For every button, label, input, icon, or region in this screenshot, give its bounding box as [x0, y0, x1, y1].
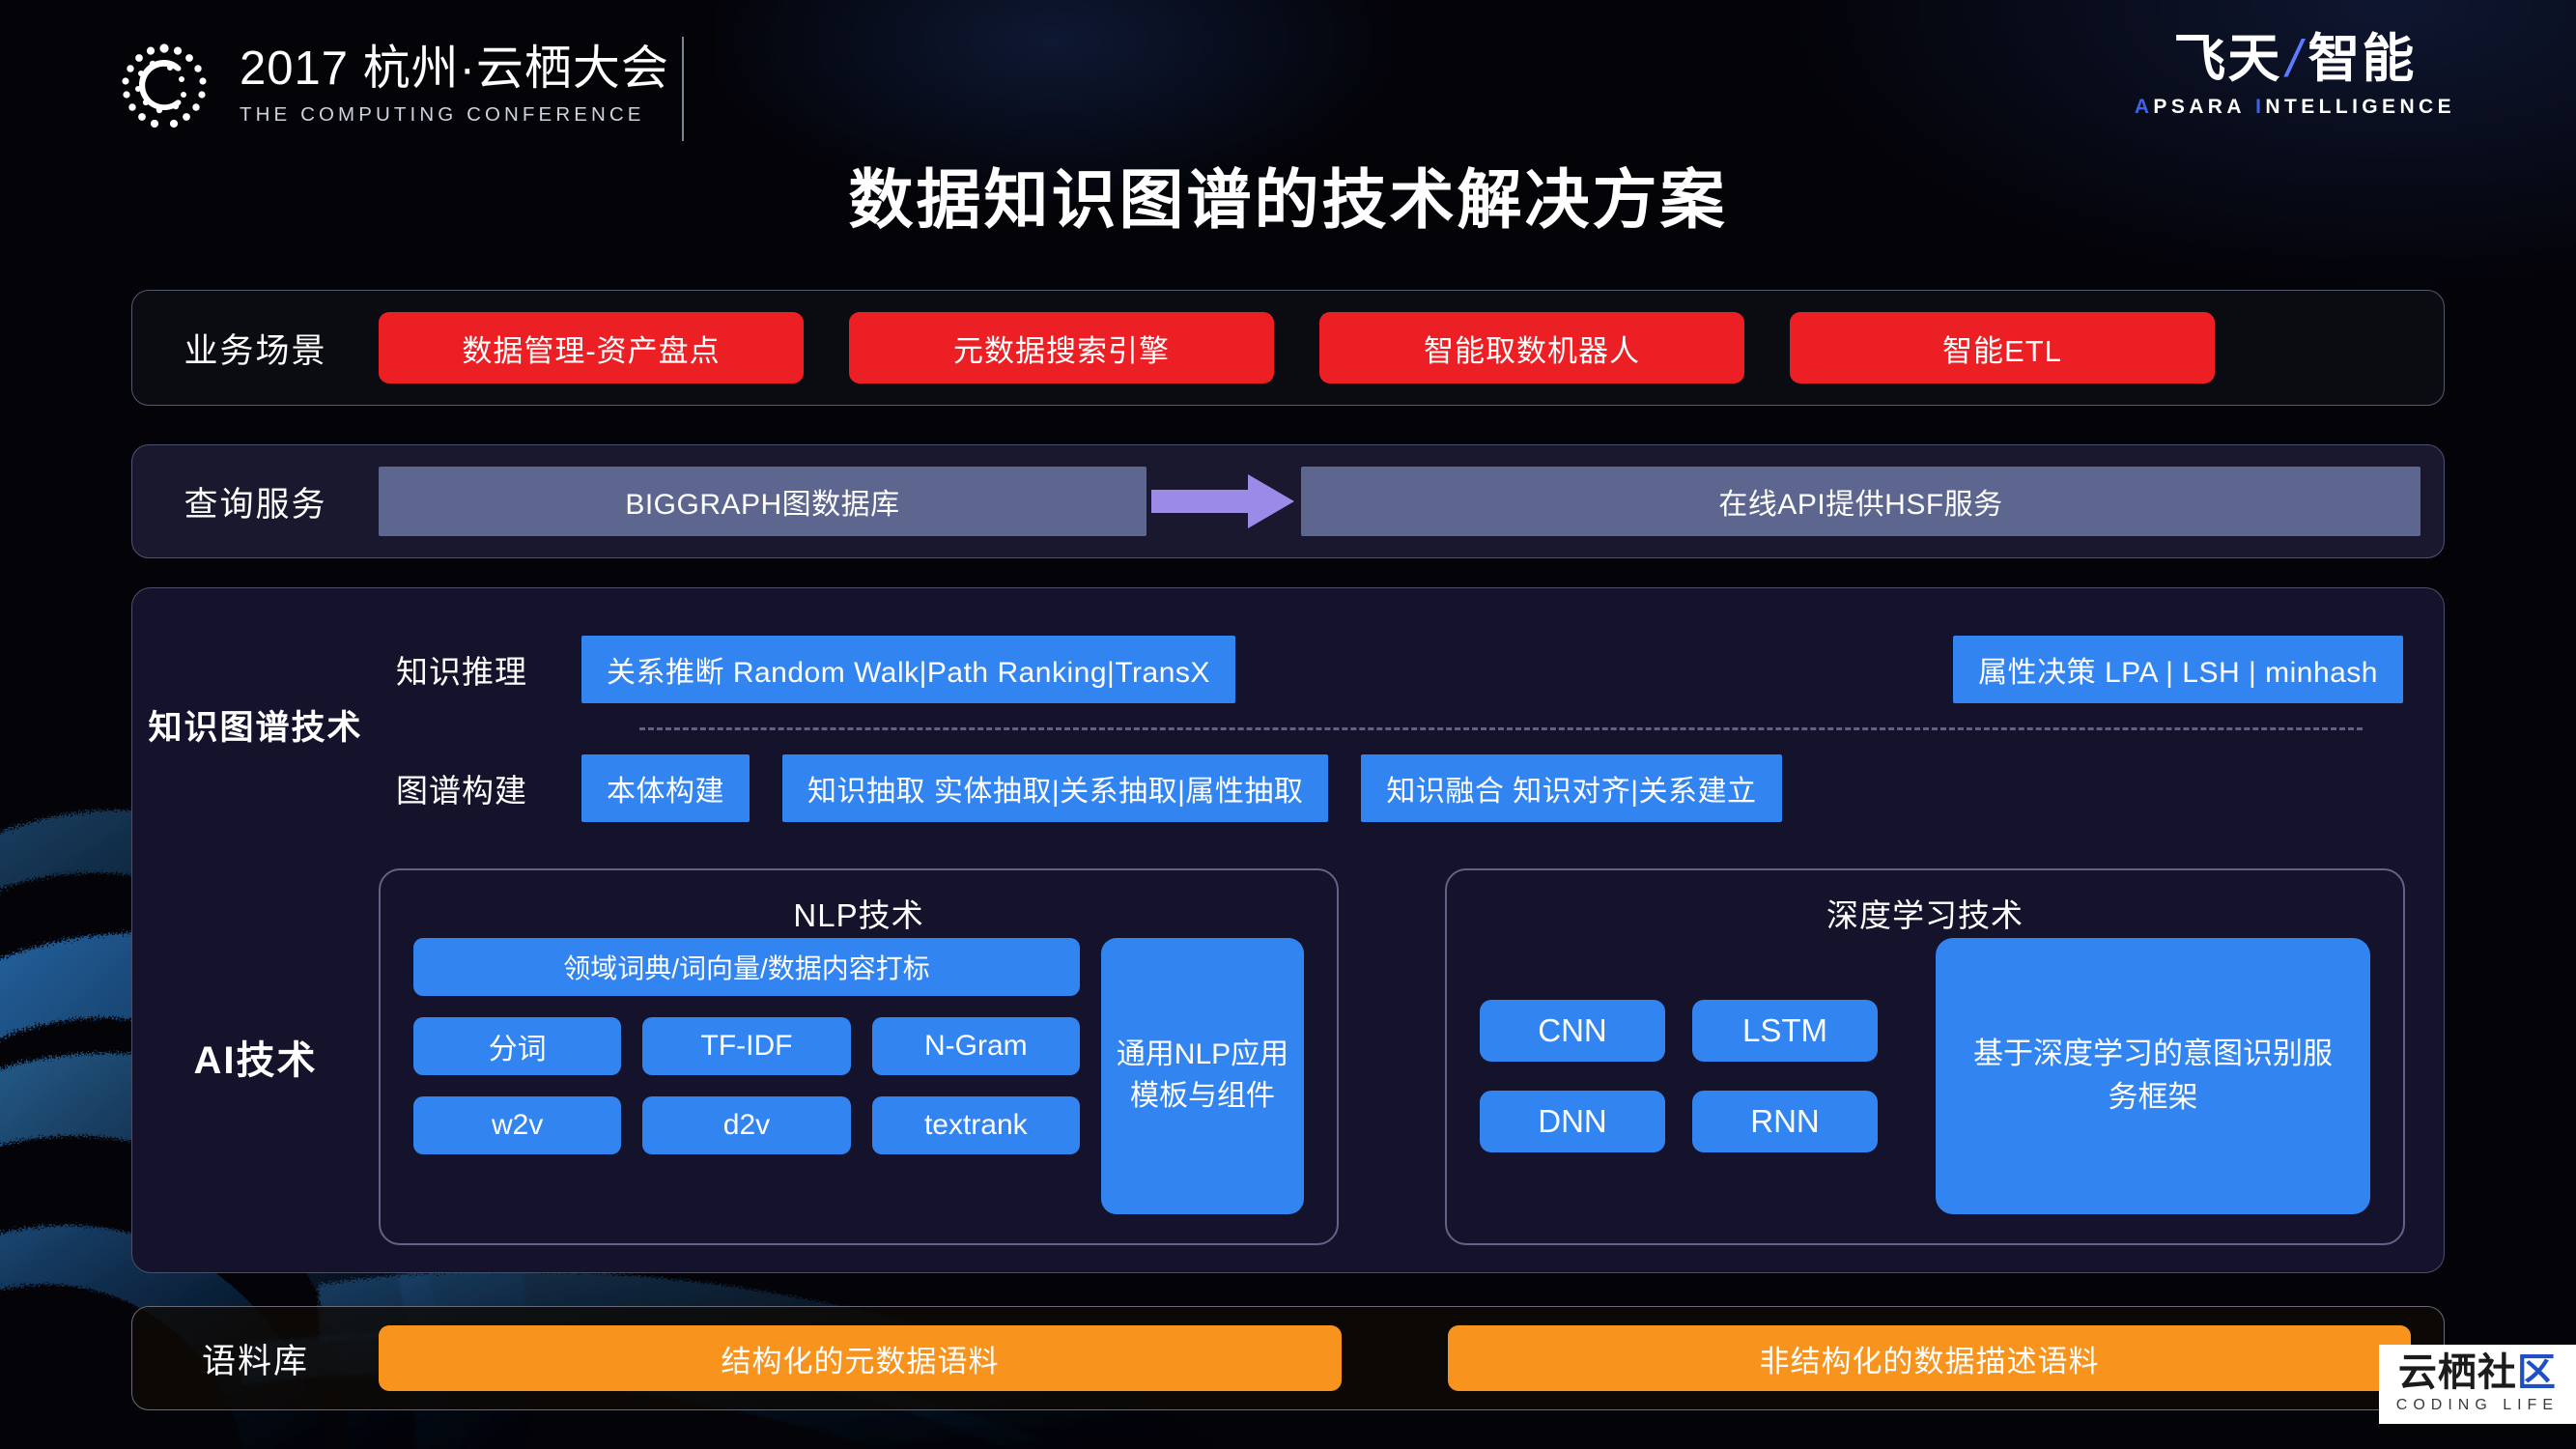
watermark-cn-part2: 区 — [2516, 1351, 2557, 1394]
scenario-item[interactable]: 智能ETL — [1790, 312, 2215, 384]
business-scenarios-list: 数据管理-资产盘点 元数据搜索引擎 智能取数机器人 智能ETL — [379, 312, 2215, 384]
nlp-chip-row-1: 分词 TF-IDF N-Gram — [413, 1017, 1080, 1075]
kg-tech-rows: 知识推理 关系推断 Random Walk|Path Ranking|Trans… — [379, 588, 2444, 868]
nlp-chip-stack: 领域词典/词向量/数据内容打标 分词 TF-IDF N-Gram w2v d2v… — [413, 938, 1101, 1214]
watermark-cn-part1: 云栖社 — [2397, 1351, 2517, 1394]
yunqi-community-watermark: 云栖社区 CODING LIFE — [2378, 1345, 2576, 1424]
deep-learning-panel: 深度学习技术 CNN DNN LSTM RNN 基于深度学习的意图识别服务框架 — [1445, 868, 2405, 1245]
deep-learning-column-2: LSTM RNN — [1692, 938, 1878, 1214]
corpus-item[interactable]: 结构化的元数据语料 — [379, 1325, 1342, 1391]
background-glow-top-right — [1784, 0, 2576, 290]
page-title: 数据知识图谱的技术解决方案 — [848, 164, 1728, 237]
nlp-chip-row-2: w2v d2v textrank — [413, 1096, 1080, 1154]
kg-reasoning-box-2[interactable]: 属性决策 LPA | LSH | minhash — [1953, 635, 2403, 703]
background-glow-header — [715, 0, 1391, 203]
apsara-intelligence-logo: 飞天/智能 APSARA INTELLIGENCE — [2135, 33, 2455, 119]
nlp-chip[interactable]: w2v — [413, 1096, 622, 1154]
slide-header: 2017 杭州·云栖大会 THE COMPUTING CONFERENCE 飞天… — [0, 0, 2576, 179]
kg-tech-label: 知识图谱 技术 — [132, 588, 379, 868]
business-scenarios-band: 业务场景 数据管理-资产盘点 元数据搜索引擎 智能取数机器人 智能ETL — [131, 290, 2445, 406]
kg-construction-box-1[interactable]: 本体构建 — [581, 753, 750, 822]
kg-construction-box-2[interactable]: 知识抽取 实体抽取|关系抽取|属性抽取 — [782, 753, 1329, 822]
deep-learning-chip[interactable]: RNN — [1692, 1091, 1878, 1152]
query-service-band: 查询服务 BIGGRAPH图数据库 在线API提供HSF服务 — [131, 444, 2445, 558]
corpus-list: 结构化的元数据语料 非结构化的数据描述语料 — [379, 1325, 2444, 1391]
conference-logo: 2017 杭州·云栖大会 THE COMPUTING CONFERENCE — [114, 35, 669, 135]
brand-cn-left: 飞天 — [2173, 30, 2282, 88]
knowledge-graph-tech-band: 知识图谱 技术 知识推理 关系推断 Random Walk|Path Ranki… — [131, 587, 2445, 1273]
ai-tech-label: AI技术 — [193, 1039, 318, 1082]
kg-tech-label-line2: 技术 — [291, 708, 363, 747]
brand-slash: / — [2286, 30, 2304, 88]
watermark-en: CODING LIFE — [2395, 1397, 2559, 1413]
scenario-item[interactable]: 数据管理-资产盘点 — [379, 312, 804, 384]
kg-reasoning-label: 知识推理 — [396, 653, 527, 690]
conference-title: 2017 杭州·云栖大会 — [240, 43, 669, 96]
ai-tech-panels: NLP技术 领域词典/词向量/数据内容打标 分词 TF-IDF N-Gram w… — [379, 868, 2405, 1245]
kg-reasoning-box-1[interactable]: 关系推断 Random Walk|Path Ranking|TransX — [581, 635, 1235, 703]
query-service-content: BIGGRAPH图数据库 在线API提供HSF服务 — [379, 467, 2444, 536]
nlp-chip[interactable]: N-Gram — [871, 1017, 1080, 1075]
apsara-brand-en: APSARA INTELLIGENCE — [2135, 96, 2455, 119]
scenario-item[interactable]: 智能取数机器人 — [1319, 312, 1744, 384]
kg-reasoning-row: 知识推理 关系推断 Random Walk|Path Ranking|Trans… — [379, 611, 2403, 727]
brand-cn-right: 智能 — [2307, 30, 2417, 88]
deep-learning-title: 深度学习技术 — [1826, 897, 2024, 933]
nlp-tech-title: NLP技术 — [793, 897, 924, 933]
nlp-template-components-box[interactable]: 通用NLP应用模板与组件 — [1101, 938, 1304, 1214]
query-service-label: 查询服务 — [184, 485, 327, 524]
deep-learning-grid: CNN DNN LSTM RNN 基于深度学习的意图识别服务框架 — [1480, 938, 2370, 1214]
nlp-chip[interactable]: TF-IDF — [642, 1017, 851, 1075]
nlp-wide-item[interactable]: 领域词典/词向量/数据内容打标 — [413, 938, 1080, 996]
brand-en-psara: PSARA — [2153, 96, 2246, 118]
nlp-chip[interactable]: d2v — [642, 1096, 851, 1154]
kg-tech-upper: 知识图谱 技术 知识推理 关系推断 Random Walk|Path Ranki… — [132, 588, 2444, 868]
nlp-chip[interactable]: 分词 — [413, 1017, 622, 1075]
graph-database-box[interactable]: BIGGRAPH图数据库 — [379, 467, 1146, 536]
nlp-tech-panel: NLP技术 领域词典/词向量/数据内容打标 分词 TF-IDF N-Gram w… — [379, 868, 1339, 1245]
kg-construction-row: 图谱构建 本体构建 知识抽取 实体抽取|关系抽取|属性抽取 知识融合 知识对齐|… — [379, 730, 2403, 846]
scenario-item[interactable]: 元数据搜索引擎 — [849, 312, 1274, 384]
deep-learning-chip[interactable]: LSTM — [1692, 1000, 1878, 1062]
deep-learning-chip[interactable]: CNN — [1480, 1000, 1665, 1062]
kg-section-divider — [639, 726, 2363, 730]
api-service-box[interactable]: 在线API提供HSF服务 — [1301, 467, 2420, 536]
brand-en-i: I — [2255, 96, 2266, 118]
header-divider — [682, 37, 684, 141]
brand-en-a: A — [2134, 96, 2154, 118]
nlp-chip[interactable]: textrank — [871, 1096, 1080, 1154]
kg-construction-label: 图谱构建 — [396, 772, 527, 809]
brand-en-ntelligence: NTELLIGENCE — [2265, 96, 2455, 118]
kg-construction-box-3[interactable]: 知识融合 知识对齐|关系建立 — [1361, 753, 1782, 822]
business-scenarios-label: 业务场景 — [184, 331, 327, 370]
corpus-label: 语料库 — [201, 1342, 309, 1380]
conference-logo-text: 2017 杭州·云栖大会 THE COMPUTING CONFERENCE — [240, 43, 669, 127]
corpus-item[interactable]: 非结构化的数据描述语料 — [1448, 1325, 2411, 1391]
corpus-band: 语料库 结构化的元数据语料 非结构化的数据描述语料 — [131, 1306, 2445, 1410]
kg-tech-label-line1: 知识图谱 — [148, 708, 292, 747]
conference-subtitle: THE COMPUTING CONFERENCE — [240, 102, 645, 126]
deep-learning-column-1: CNN DNN — [1480, 938, 1665, 1214]
apsara-conference-mark-icon — [114, 35, 214, 135]
intent-recognition-framework-box[interactable]: 基于深度学习的意图识别服务框架 — [1936, 938, 2370, 1214]
ai-tech-area: AI技术 NLP技术 领域词典/词向量/数据内容打标 分词 TF-IDF N-G… — [132, 868, 2444, 1272]
apsara-brand-cn: 飞天/智能 — [2135, 33, 2455, 85]
arrow-right-icon — [1146, 470, 1301, 532]
deep-learning-chip[interactable]: DNN — [1480, 1091, 1665, 1152]
watermark-cn: 云栖社区 — [2396, 1352, 2559, 1393]
